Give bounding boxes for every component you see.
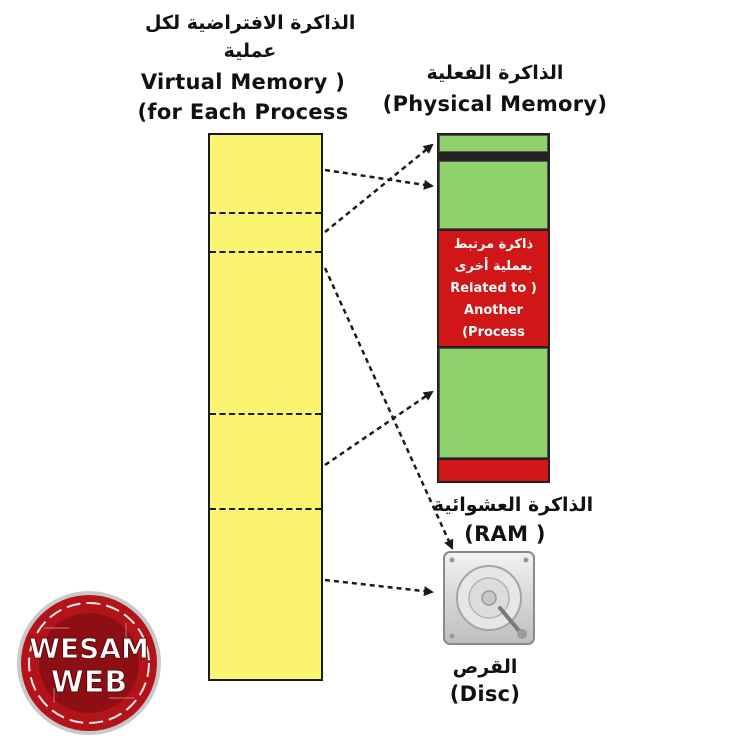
virtual-page-divider	[210, 413, 321, 415]
logo-text-line2: WEB	[51, 665, 127, 700]
physical-memory-title-en: (Physical Memory)	[382, 92, 608, 116]
logo-text-line1: WESAM	[29, 632, 149, 665]
physical-frame-other-process: ذاكرة مرتبط بعملية أخرى Related to ) Ano…	[439, 231, 548, 346]
physical-frame-free	[439, 161, 548, 229]
arrow-vpage1-to-frame2	[324, 168, 434, 190]
other-process-label-ar-2: بعملية أخرى	[454, 258, 533, 274]
disc-title-en: (Disc)	[449, 682, 521, 706]
arrow-vpage3-to-disc	[323, 267, 454, 550]
ram-title-en: (RAM )	[464, 522, 546, 546]
physical-memory-title-ar: الذاكرة الفعلية	[426, 62, 564, 84]
virtual-memory-column	[208, 133, 323, 681]
arrow-vpage2-to-frame1	[324, 143, 434, 233]
virtual-memory-title-en-2: (for Each Process	[137, 100, 349, 124]
ram-title-ar: الذاكرة العشوائية	[432, 494, 594, 516]
other-process-label-en-2: Another	[464, 302, 523, 318]
virtual-page-divider	[210, 212, 321, 214]
other-process-label-en-3: (Process	[462, 324, 525, 340]
virtual-memory-title-ar-1: الذاكرة الافتراضية لكل	[145, 12, 356, 34]
virtual-memory-title-ar-2: عملية	[223, 40, 277, 62]
arrow-vpage4-to-frame4	[324, 390, 434, 467]
other-process-label: ذاكرة مرتبط بعملية أخرى Related to ) Ano…	[439, 231, 548, 346]
physical-frame-free	[439, 135, 548, 152]
physical-frame-other-process	[439, 460, 548, 481]
virtual-page-divider	[210, 251, 321, 253]
physical-memory-column: ذاكرة مرتبط بعملية أخرى Related to ) Ano…	[437, 133, 550, 483]
virtual-page-divider	[210, 508, 321, 510]
physical-frame-free	[439, 348, 548, 458]
other-process-label-en-1: Related to )	[450, 280, 537, 296]
other-process-label-ar-1: ذاكرة مرتبط	[453, 236, 534, 252]
hard-disk-icon	[443, 551, 535, 645]
arrow-vpage6-to-disc	[324, 578, 434, 597]
wesam-web-logo: WESAM WEB	[17, 591, 161, 735]
disc-title-ar: القرص	[452, 656, 518, 678]
virtual-memory-title-en-1: Virtual Memory )	[140, 70, 346, 94]
